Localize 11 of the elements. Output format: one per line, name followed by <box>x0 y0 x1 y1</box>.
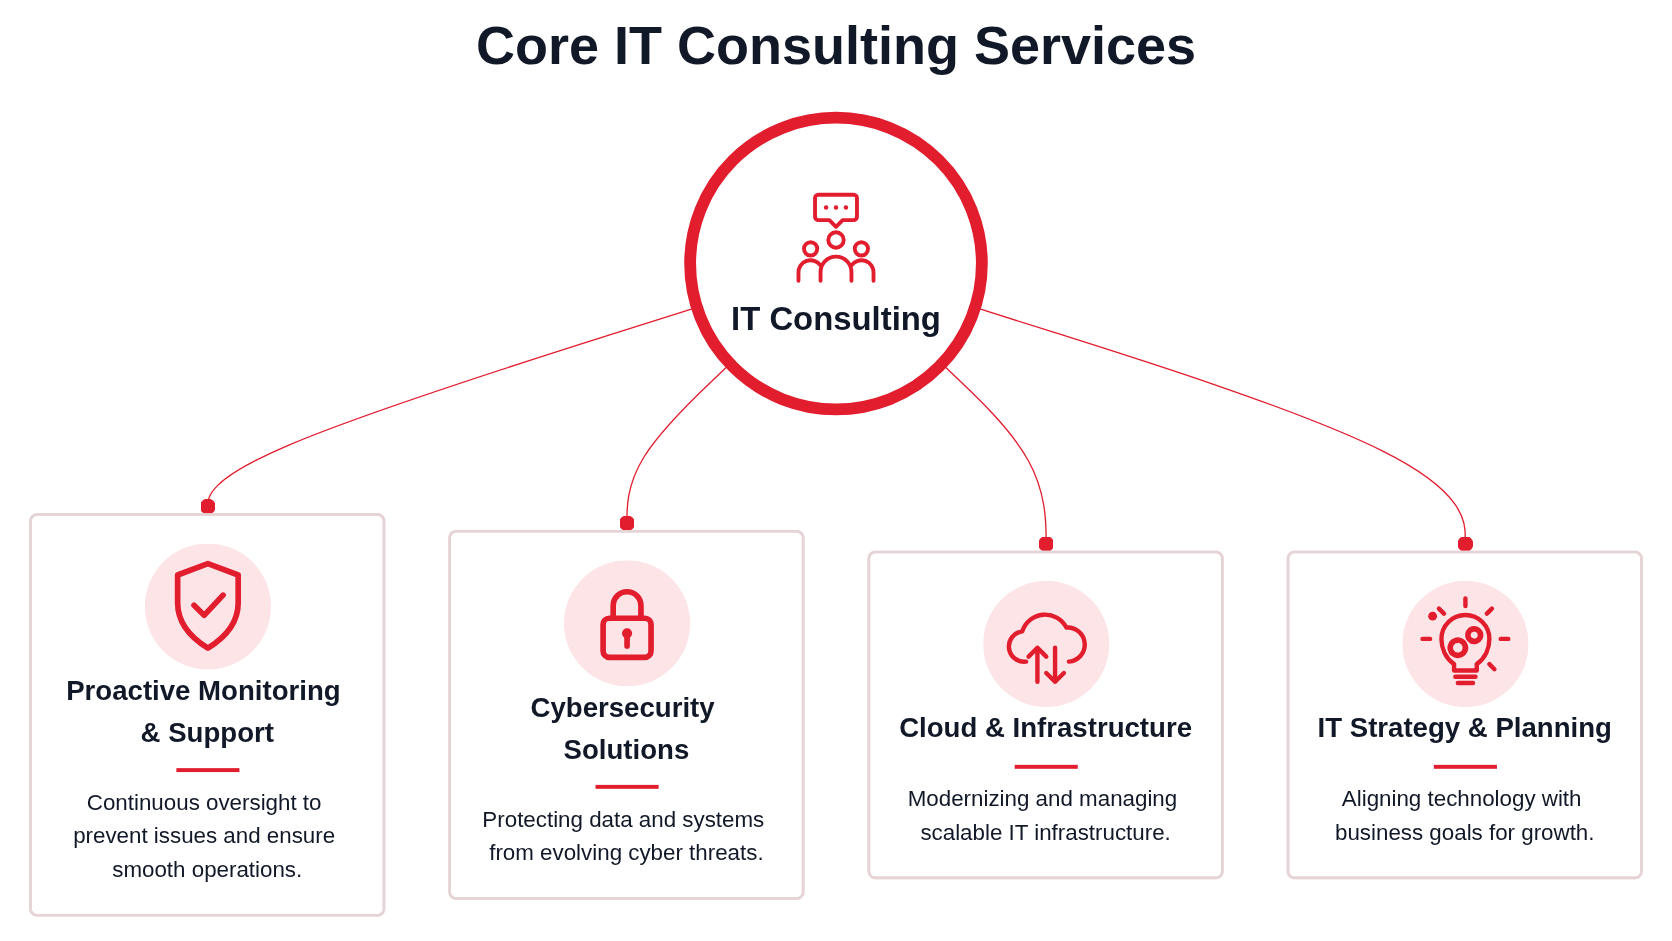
card-title: Cybersecurity Solutions <box>530 691 716 764</box>
card-description: Continuous oversight to prevent issues and ensure smooth operations. <box>73 789 337 882</box>
node-circle <box>684 111 988 416</box>
card-description: Protecting data and systems from evolving cyber threats. <box>482 806 766 866</box>
card-title: Cloud & Infrastructure <box>899 712 1192 743</box>
hub-title: IT Consulting <box>731 299 941 337</box>
title: Core IT Consulting Services <box>475 14 1197 77</box>
card-description: Modernizing and managing scalable IT infrastructure. <box>907 785 1179 845</box>
card-description: Aligning technology with business goals for growth. <box>1335 785 1595 845</box>
card-title: IT Strategy & Planning <box>1317 712 1612 743</box>
card-title: Proactive Monitoring & Support <box>66 674 342 747</box>
